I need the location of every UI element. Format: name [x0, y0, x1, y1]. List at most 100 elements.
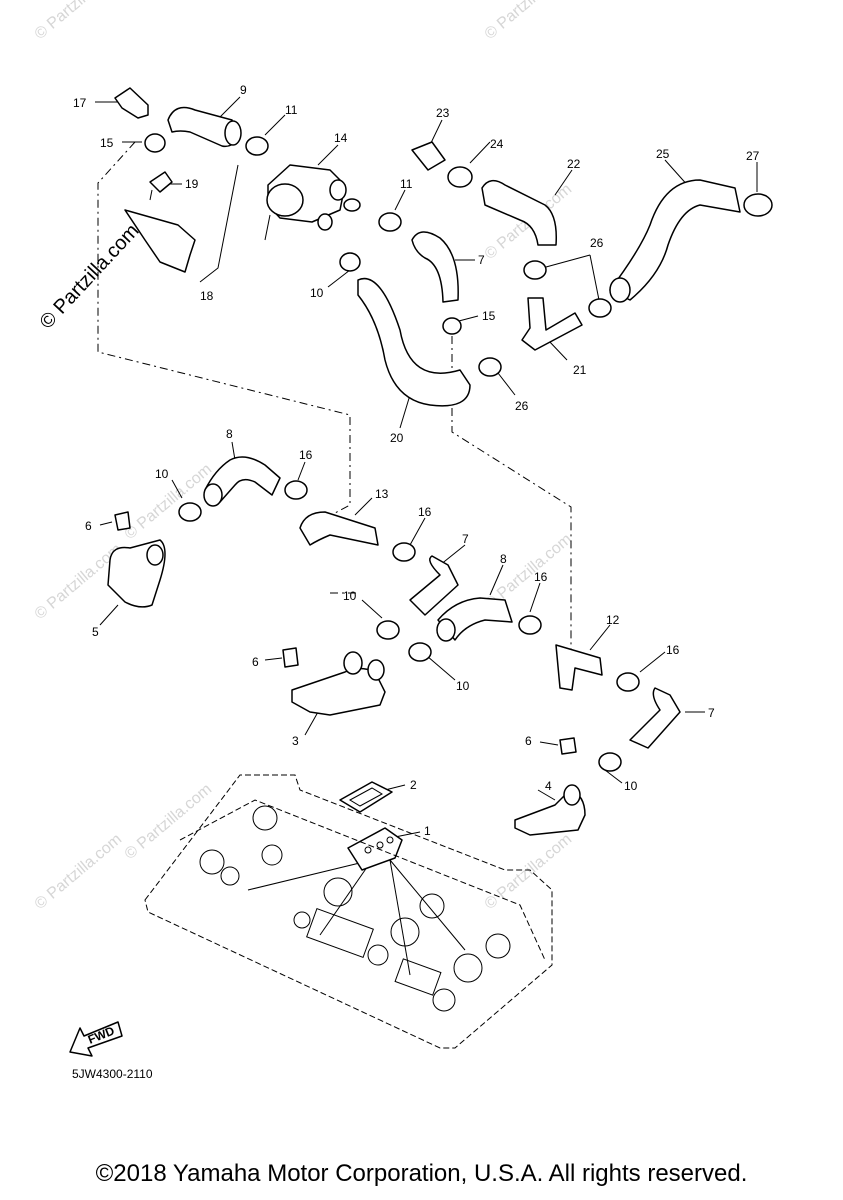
leader-line	[231, 441, 236, 461]
hose-8	[204, 456, 281, 503]
head-port	[367, 944, 389, 966]
leader-line	[361, 599, 383, 619]
leader-line	[639, 651, 666, 673]
callout-24: 24	[490, 137, 504, 151]
callout-19: 19	[185, 177, 199, 191]
head-port	[252, 805, 278, 831]
leader-line	[469, 141, 491, 164]
clamp-10b	[178, 502, 202, 522]
cylinder-head-edge	[179, 799, 546, 961]
cover-3-port-b	[367, 659, 385, 681]
clamp-16c	[518, 615, 542, 635]
cover-5-port	[146, 544, 164, 566]
leader-line	[199, 164, 239, 283]
plate-hole	[386, 836, 394, 844]
plug-23	[411, 141, 446, 171]
clamp-16d	[616, 672, 640, 692]
gasket-2-inner	[348, 787, 384, 807]
callout-8: 8	[226, 427, 233, 441]
leader-line	[354, 497, 373, 516]
callout-10: 10	[155, 467, 169, 481]
leader-line	[99, 521, 113, 526]
leader-line	[399, 394, 411, 429]
hose-25-end	[609, 277, 631, 303]
callout-6: 6	[525, 734, 532, 748]
bolt-19-shank	[149, 189, 153, 201]
clamp-11b	[378, 212, 402, 232]
head-port	[293, 911, 311, 929]
leader-line	[99, 604, 119, 626]
valve-nipple	[343, 198, 361, 212]
copyright-notice: ©2018 Yamaha Motor Corporation, U.S.A. A…	[95, 1160, 748, 1187]
cylinder-head	[144, 774, 553, 1049]
leader-line	[171, 479, 183, 499]
leader-line	[409, 517, 426, 546]
parts-group	[107, 87, 773, 871]
callout-22: 22	[567, 157, 581, 171]
fwd-arrow-shape	[69, 1021, 123, 1057]
leader-line	[394, 189, 406, 211]
watermark-text: © Partzilla.com	[32, 0, 126, 43]
callout-6: 6	[252, 655, 259, 669]
leader-line	[529, 582, 541, 613]
leader-line	[247, 859, 373, 891]
callout-17: 17	[73, 96, 87, 110]
callout-16: 16	[418, 505, 432, 519]
hose-end-9	[224, 120, 242, 146]
callout-2: 2	[410, 778, 417, 792]
head-port	[199, 849, 225, 875]
head-recess	[394, 958, 442, 996]
leader-line	[547, 339, 568, 361]
watermark-text: © Partzilla.com	[482, 0, 576, 43]
hose-9	[167, 106, 239, 148]
clamp-16b	[392, 542, 416, 562]
head-port	[453, 953, 483, 983]
joint-12	[555, 644, 603, 691]
leader-line	[429, 119, 443, 146]
callout-16: 16	[666, 643, 680, 657]
callout-26: 26	[515, 399, 529, 413]
cylinder-head-outline	[144, 774, 553, 1049]
callout-16: 16	[534, 570, 548, 584]
callout-11: 11	[400, 177, 413, 191]
callout-13: 13	[375, 487, 389, 501]
hose-25	[609, 179, 741, 301]
leader-line	[589, 624, 611, 651]
leader-line	[317, 144, 339, 166]
routing-line	[97, 141, 351, 521]
plate-hole	[364, 846, 372, 854]
callout-15: 15	[482, 309, 496, 323]
connector-22	[481, 179, 558, 246]
leader-line	[489, 564, 504, 596]
leader-line	[389, 859, 411, 976]
callout-5: 5	[92, 625, 99, 639]
callout-14: 14	[334, 131, 348, 145]
hose-8-end	[203, 483, 223, 507]
callout-10: 10	[343, 589, 357, 603]
head-recess	[306, 908, 374, 958]
callout-8: 8	[500, 552, 507, 566]
callout-20: 20	[390, 431, 404, 445]
clamp-26	[523, 260, 547, 280]
clamp-27	[743, 193, 773, 217]
hose-20	[357, 277, 471, 407]
leader-line	[264, 657, 283, 661]
head-port	[261, 844, 283, 866]
watermark-text: © Partzilla.com	[122, 781, 216, 863]
hose-7c	[629, 687, 681, 749]
callout-10: 10	[624, 779, 638, 793]
callout-16: 16	[299, 448, 313, 462]
leader-line	[304, 711, 319, 736]
callout-11: 11	[285, 103, 298, 117]
head-port	[419, 893, 445, 919]
head-port	[432, 988, 456, 1012]
callout-1: 1	[424, 824, 431, 838]
part-code: 5JW4300-2110	[72, 1067, 153, 1081]
hose-8b	[437, 597, 513, 641]
leader-line	[264, 114, 286, 136]
plate-1	[347, 827, 403, 871]
callout-21: 21	[573, 363, 587, 377]
bolt-6	[114, 511, 131, 531]
clamp-24	[447, 166, 473, 188]
